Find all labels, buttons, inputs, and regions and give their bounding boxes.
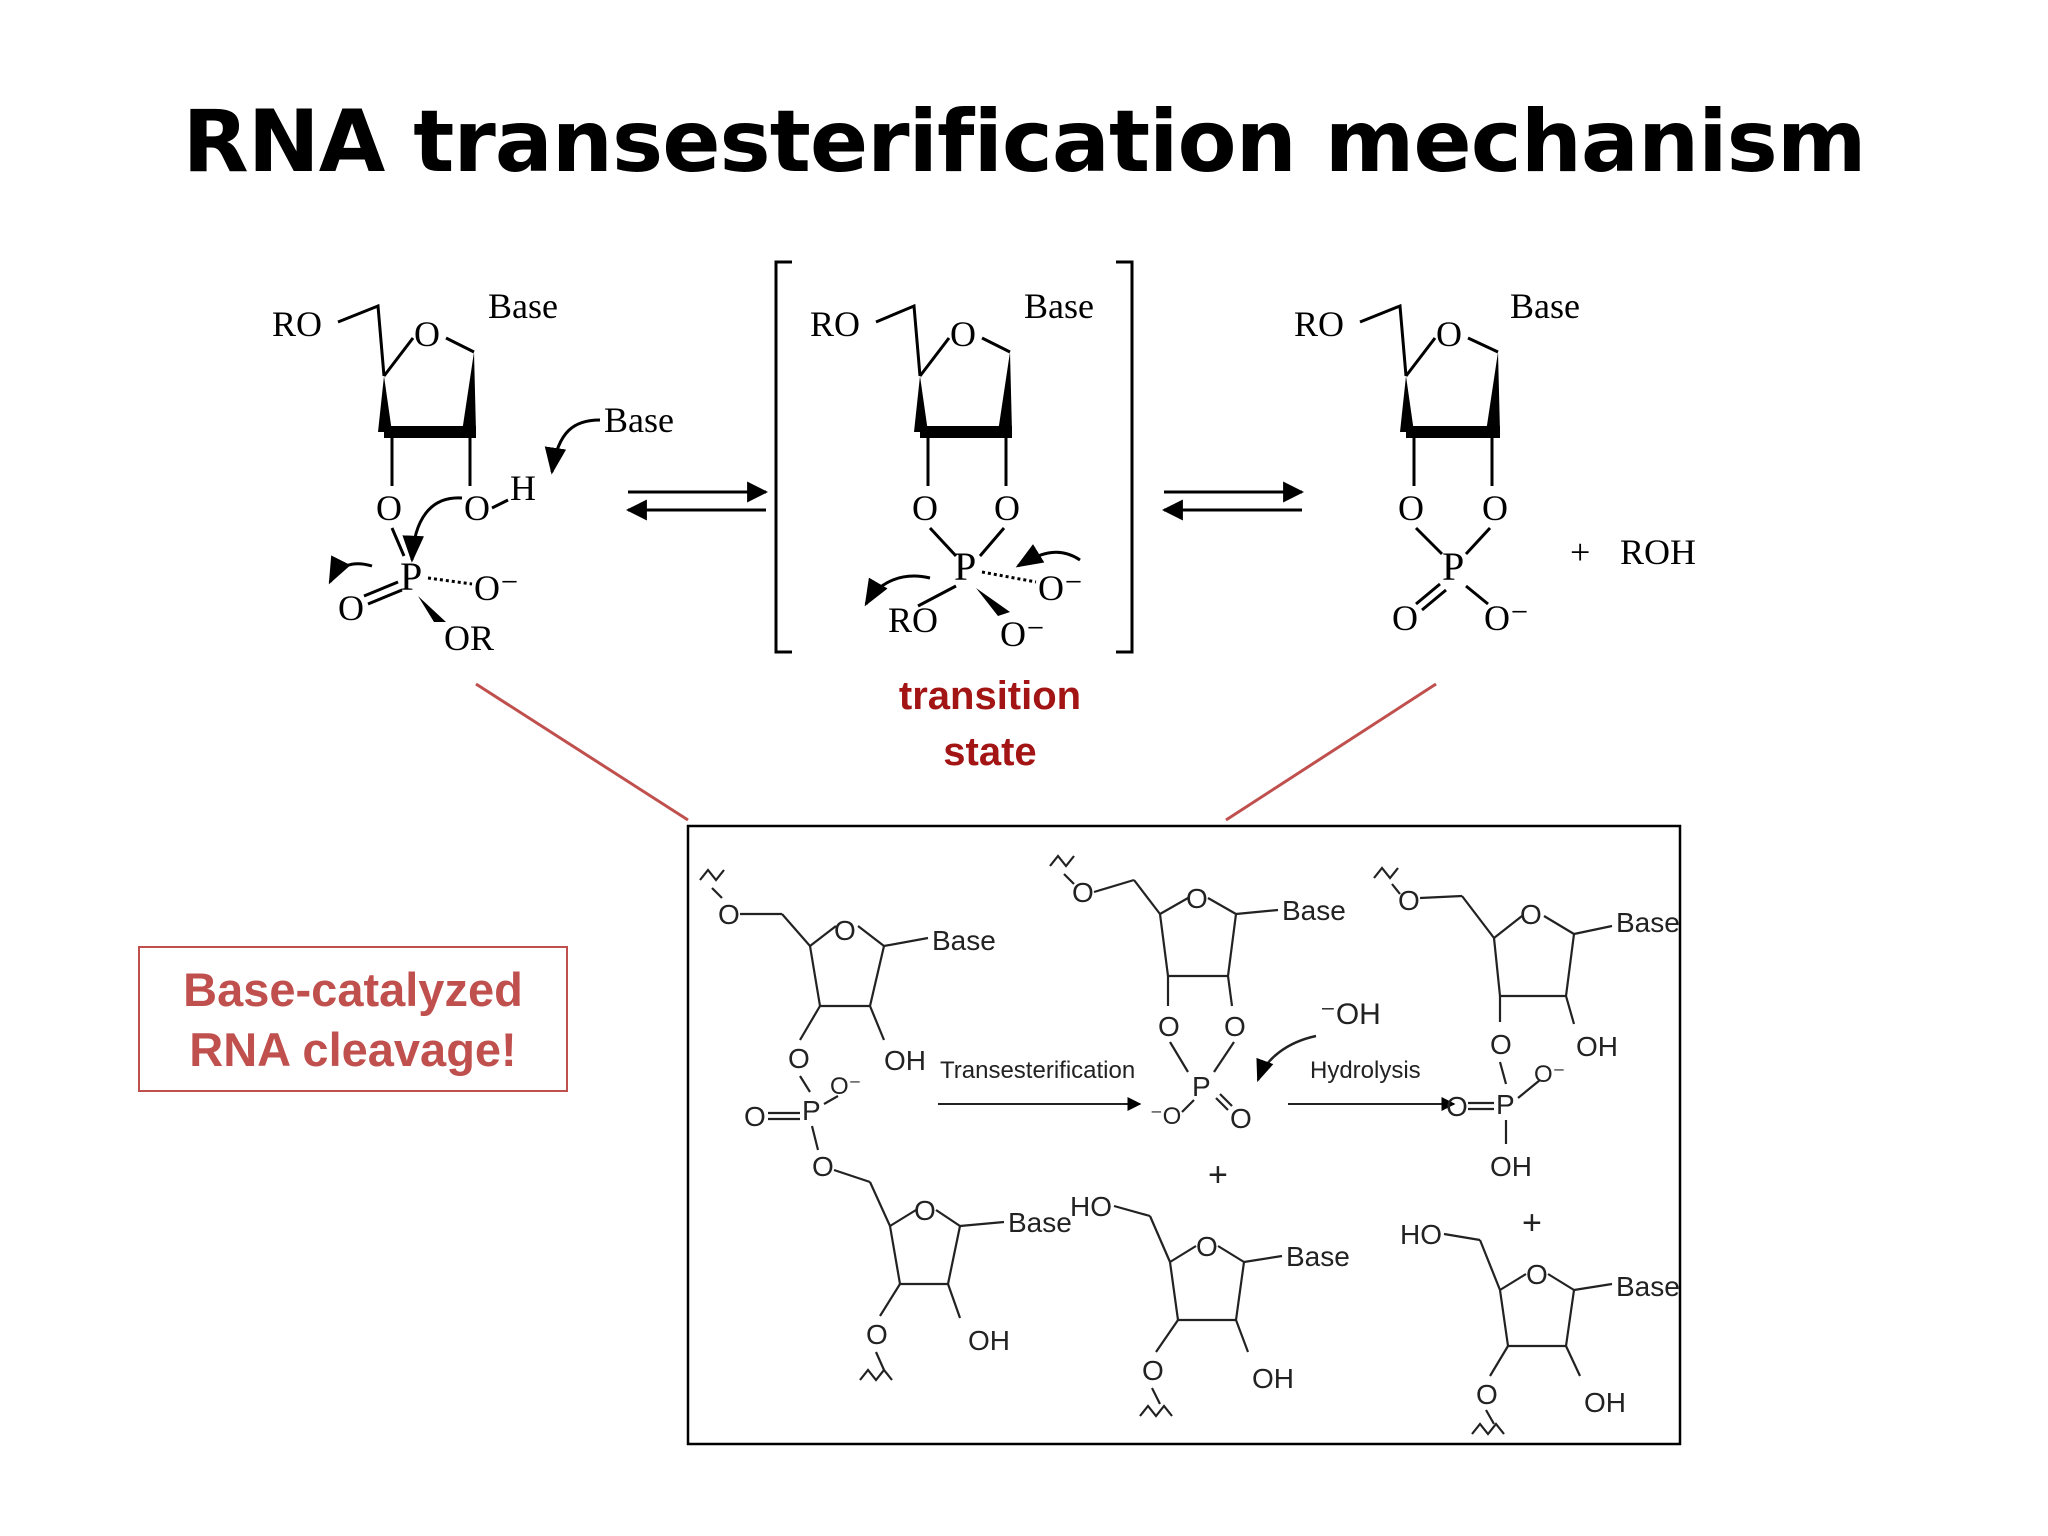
- transition-state-label: transition state: [898, 674, 1082, 774]
- hydroxide-label: ⁻OH: [1320, 998, 1381, 1031]
- svg-text:O: O: [1224, 1011, 1246, 1042]
- svg-text:O: O: [1158, 1011, 1180, 1042]
- svg-text:O: O: [1072, 877, 1094, 908]
- svg-text:O: O: [1436, 314, 1462, 354]
- inset-phosphate-nucleoside: O O Base O OH P O⁻ O OH: [1373, 866, 1680, 1182]
- svg-text:OH: OH: [1252, 1363, 1294, 1394]
- hydroxide-attack-arrow: [1256, 1034, 1317, 1083]
- svg-text:O: O: [1398, 885, 1420, 916]
- hydrolysis-label: Hydrolysis: [1310, 1057, 1421, 1084]
- svg-text:P: P: [1192, 1071, 1211, 1102]
- svg-text:O⁻: O⁻: [1000, 614, 1045, 654]
- svg-text:O: O: [718, 899, 740, 930]
- svg-text:O: O: [994, 488, 1020, 528]
- svg-text:RO: RO: [810, 304, 860, 344]
- product-structure: RO O Base O O P O O⁻ + ROH: [1294, 286, 1696, 638]
- page-title: RNA transesterification mechanism: [182, 92, 1867, 192]
- svg-text:OH: OH: [1576, 1031, 1618, 1062]
- svg-text:OH: OH: [1584, 1387, 1626, 1418]
- svg-text:O: O: [1392, 598, 1418, 638]
- svg-text:RO: RO: [1294, 304, 1344, 344]
- svg-text:Base: Base: [1616, 907, 1680, 938]
- svg-text:O: O: [912, 488, 938, 528]
- svg-text:O: O: [414, 314, 440, 354]
- svg-text:OH: OH: [1490, 1151, 1532, 1182]
- inset-nucleoside-1: HO O Base O OH: [1070, 1191, 1350, 1418]
- svg-text:O: O: [376, 488, 402, 528]
- svg-text:O: O: [812, 1151, 834, 1182]
- svg-text:OH: OH: [884, 1045, 926, 1076]
- svg-text:Base: Base: [1008, 1207, 1072, 1238]
- callout-line-1: Base-catalyzed: [183, 963, 523, 1016]
- svg-text:O: O: [1230, 1103, 1252, 1134]
- equilibrium-arrow-2: [1161, 481, 1305, 521]
- svg-text:O: O: [1186, 883, 1208, 914]
- connector-left: [475, 682, 689, 822]
- inset-plus-2: +: [1522, 1204, 1542, 1242]
- svg-text:Base: Base: [604, 400, 674, 440]
- inset-cyclic-phosphate: O O Base O O P ⁻O O: [1049, 854, 1346, 1134]
- svg-text:Base: Base: [1510, 286, 1580, 326]
- transition-state-structure: RO O Base O O P O⁻ RO O⁻: [774, 260, 1134, 654]
- svg-text:O: O: [744, 1101, 766, 1132]
- base-catalyzed-callout: Base-catalyzed RNA cleavage!: [138, 946, 568, 1092]
- svg-text:Base: Base: [1282, 895, 1346, 926]
- svg-text:RO: RO: [888, 600, 938, 640]
- svg-text:HO: HO: [1400, 1219, 1442, 1250]
- inset-frame: [686, 824, 1682, 1446]
- svg-text:O: O: [1476, 1379, 1498, 1410]
- svg-text:O: O: [834, 915, 856, 946]
- svg-text:O: O: [788, 1043, 810, 1074]
- svg-text:P: P: [1442, 544, 1464, 589]
- svg-text:⁻O: ⁻O: [1150, 1103, 1181, 1130]
- svg-text:O: O: [1490, 1029, 1512, 1060]
- svg-text:P: P: [400, 554, 422, 599]
- svg-text:O: O: [464, 488, 490, 528]
- svg-text:O: O: [338, 588, 364, 628]
- svg-text:O: O: [1520, 899, 1542, 930]
- inset-dinucleotide: O O Base O OH P O⁻ O O O: [699, 868, 1072, 1382]
- equilibrium-arrow-1: [625, 481, 769, 521]
- transesterification-label: Transesterification: [940, 1057, 1135, 1084]
- connector-right: [1225, 682, 1437, 822]
- svg-text:O: O: [1446, 1091, 1468, 1122]
- svg-text:OR: OR: [444, 618, 494, 658]
- svg-text:O: O: [914, 1195, 936, 1226]
- svg-text:O: O: [1196, 1231, 1218, 1262]
- svg-text:O: O: [1482, 488, 1508, 528]
- svg-text:O⁻: O⁻: [474, 568, 519, 608]
- svg-text:O: O: [1398, 488, 1424, 528]
- svg-text:O: O: [1142, 1355, 1164, 1386]
- svg-text:Base: Base: [932, 925, 996, 956]
- callout-line-2: RNA cleavage!: [189, 1023, 517, 1076]
- svg-text:Base: Base: [1024, 286, 1094, 326]
- inset-scheme: O O Base O OH P O⁻ O O O: [699, 854, 1680, 1436]
- svg-text:Base: Base: [488, 286, 558, 326]
- svg-text:OH: OH: [968, 1325, 1010, 1356]
- svg-text:Base: Base: [1616, 1271, 1680, 1302]
- svg-text:O⁻: O⁻: [1534, 1061, 1565, 1088]
- svg-text:O: O: [1526, 1259, 1548, 1290]
- svg-text:O⁻: O⁻: [1484, 598, 1529, 638]
- svg-text:P: P: [1496, 1089, 1515, 1120]
- reactant-structure: RO O Base O O H Base P O⁻ O OR: [272, 286, 674, 658]
- inset-nucleoside-2: HO O Base O OH: [1400, 1219, 1680, 1436]
- svg-text:P: P: [954, 544, 976, 589]
- inset-plus-1: +: [1208, 1156, 1228, 1194]
- svg-text:RO: RO: [272, 304, 322, 344]
- svg-text:H: H: [510, 468, 536, 508]
- svg-text:+: +: [1570, 532, 1590, 572]
- svg-text:P: P: [802, 1095, 821, 1126]
- svg-text:O⁻: O⁻: [1038, 568, 1083, 608]
- svg-text:O: O: [866, 1319, 888, 1350]
- svg-text:ROH: ROH: [1620, 532, 1696, 572]
- svg-text:O⁻: O⁻: [830, 1073, 861, 1100]
- svg-text:O: O: [950, 314, 976, 354]
- svg-text:Base: Base: [1286, 1241, 1350, 1272]
- svg-text:HO: HO: [1070, 1191, 1112, 1222]
